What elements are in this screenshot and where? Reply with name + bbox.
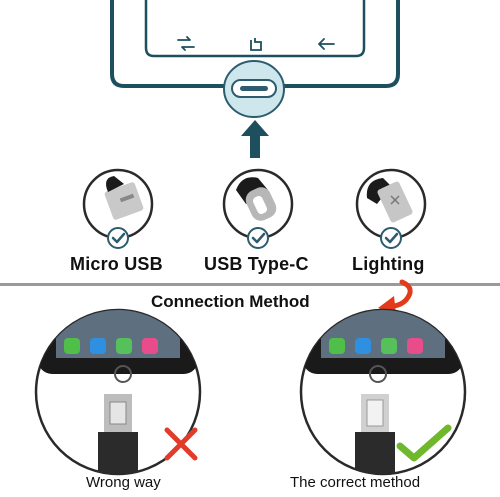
micro-usb-connector xyxy=(82,168,154,249)
usb-type-c-connector xyxy=(222,168,294,249)
section-title: Connection Method xyxy=(151,292,310,311)
correct-method-caption: The correct method xyxy=(290,474,421,491)
red-x-icon xyxy=(164,427,198,461)
divider xyxy=(0,283,500,286)
home-square-icon xyxy=(250,38,262,51)
back-arrow-icon xyxy=(318,38,335,50)
lighting-label: Lighting xyxy=(352,254,425,274)
micro-usb-label: Micro USB xyxy=(70,254,163,274)
correct-method-illustration xyxy=(299,308,467,476)
recent-apps-icon xyxy=(177,36,195,51)
green-check-icon xyxy=(396,424,452,462)
wrong-way-caption: Wrong way xyxy=(86,474,161,491)
lightning-connector xyxy=(355,168,427,249)
usb-c-port-icon xyxy=(223,60,285,118)
usb-type-c-label: USB Type-C xyxy=(204,254,309,274)
arrow-up-icon xyxy=(241,120,269,158)
wrong-way-illustration xyxy=(34,308,202,476)
